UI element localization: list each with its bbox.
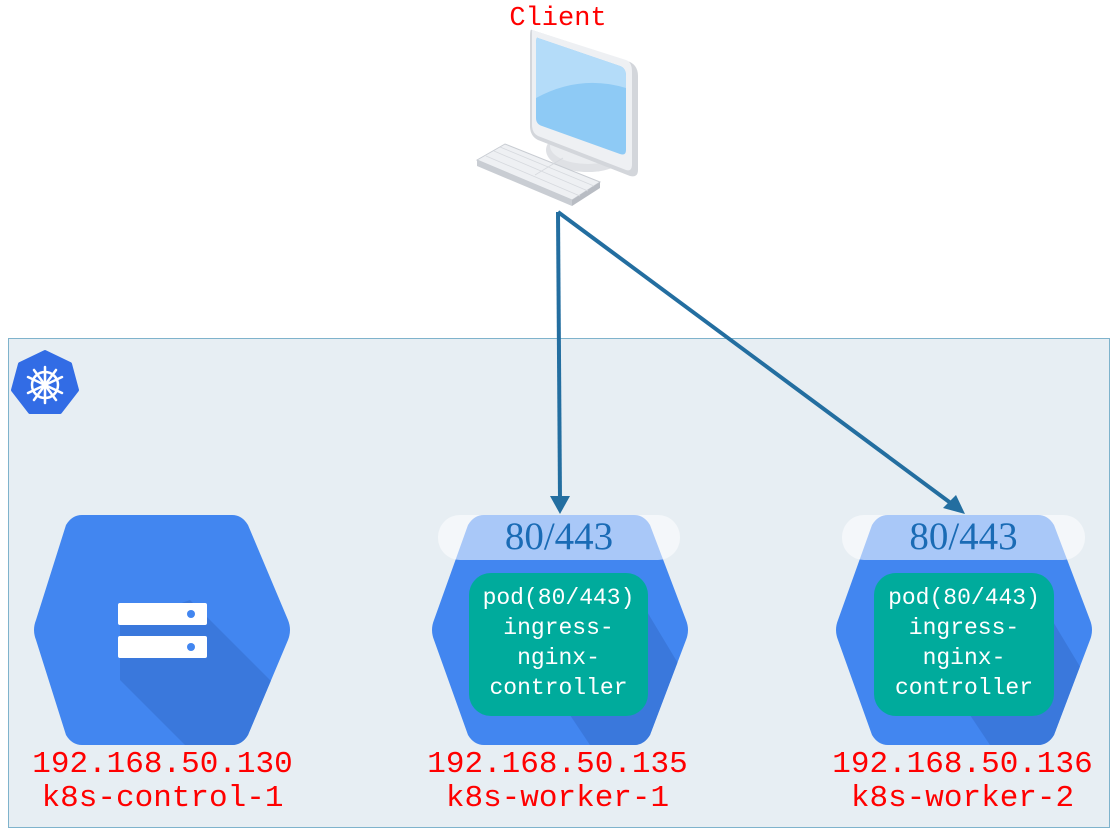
worker1-node-name: k8s-worker-1 bbox=[445, 781, 670, 816]
control-node-hexagon bbox=[34, 515, 290, 745]
storage-server-icon bbox=[118, 603, 207, 658]
connection-arrows bbox=[550, 210, 965, 514]
worker2-node-label: 192.168.50.136 k8s-worker-2 bbox=[820, 748, 1105, 816]
pod-line: nginx- bbox=[517, 645, 600, 671]
worker2-port-label: 80/443 bbox=[909, 515, 1018, 558]
pod-line: controller bbox=[489, 675, 628, 701]
worker1-pod-ingress-nginx-controller: pod(80/443) ingress- nginx- controller bbox=[469, 573, 648, 716]
arrowhead-worker1 bbox=[550, 496, 570, 514]
control-node-name: k8s-control-1 bbox=[41, 781, 284, 816]
worker1-node-label: 192.168.50.135 k8s-worker-1 bbox=[415, 748, 700, 816]
client-label: Client bbox=[509, 4, 607, 34]
kubernetes-icon bbox=[11, 350, 79, 414]
pod-line: nginx- bbox=[922, 645, 1006, 671]
worker2-port-pill bbox=[842, 515, 1085, 560]
worker1-node-ip: 192.168.50.135 bbox=[427, 747, 688, 782]
arrow-client-to-worker2 bbox=[556, 210, 954, 506]
worker1-port-pill bbox=[438, 515, 680, 560]
pod-line: ingress- bbox=[908, 615, 1020, 641]
worker2-node-name: k8s-worker-2 bbox=[850, 781, 1075, 816]
worker2-pod-ingress-nginx-controller: pod(80/443) ingress- nginx- controller bbox=[874, 573, 1054, 716]
control-node-label: 192.168.50.130 k8s-control-1 bbox=[20, 748, 305, 816]
desktop-computer-icon bbox=[475, 29, 638, 206]
arrowhead-worker2 bbox=[943, 495, 965, 514]
pod-line: pod(80/443) bbox=[482, 585, 635, 611]
pod-line: controller bbox=[894, 675, 1034, 701]
worker1-port-label: 80/443 bbox=[504, 515, 614, 558]
arrow-client-to-worker1 bbox=[556, 211, 562, 501]
pod-line: ingress- bbox=[503, 615, 614, 641]
control-node-ip: 192.168.50.130 bbox=[32, 747, 293, 782]
worker2-node-ip: 192.168.50.136 bbox=[832, 747, 1093, 782]
pod-line: pod(80/443) bbox=[888, 585, 1040, 611]
